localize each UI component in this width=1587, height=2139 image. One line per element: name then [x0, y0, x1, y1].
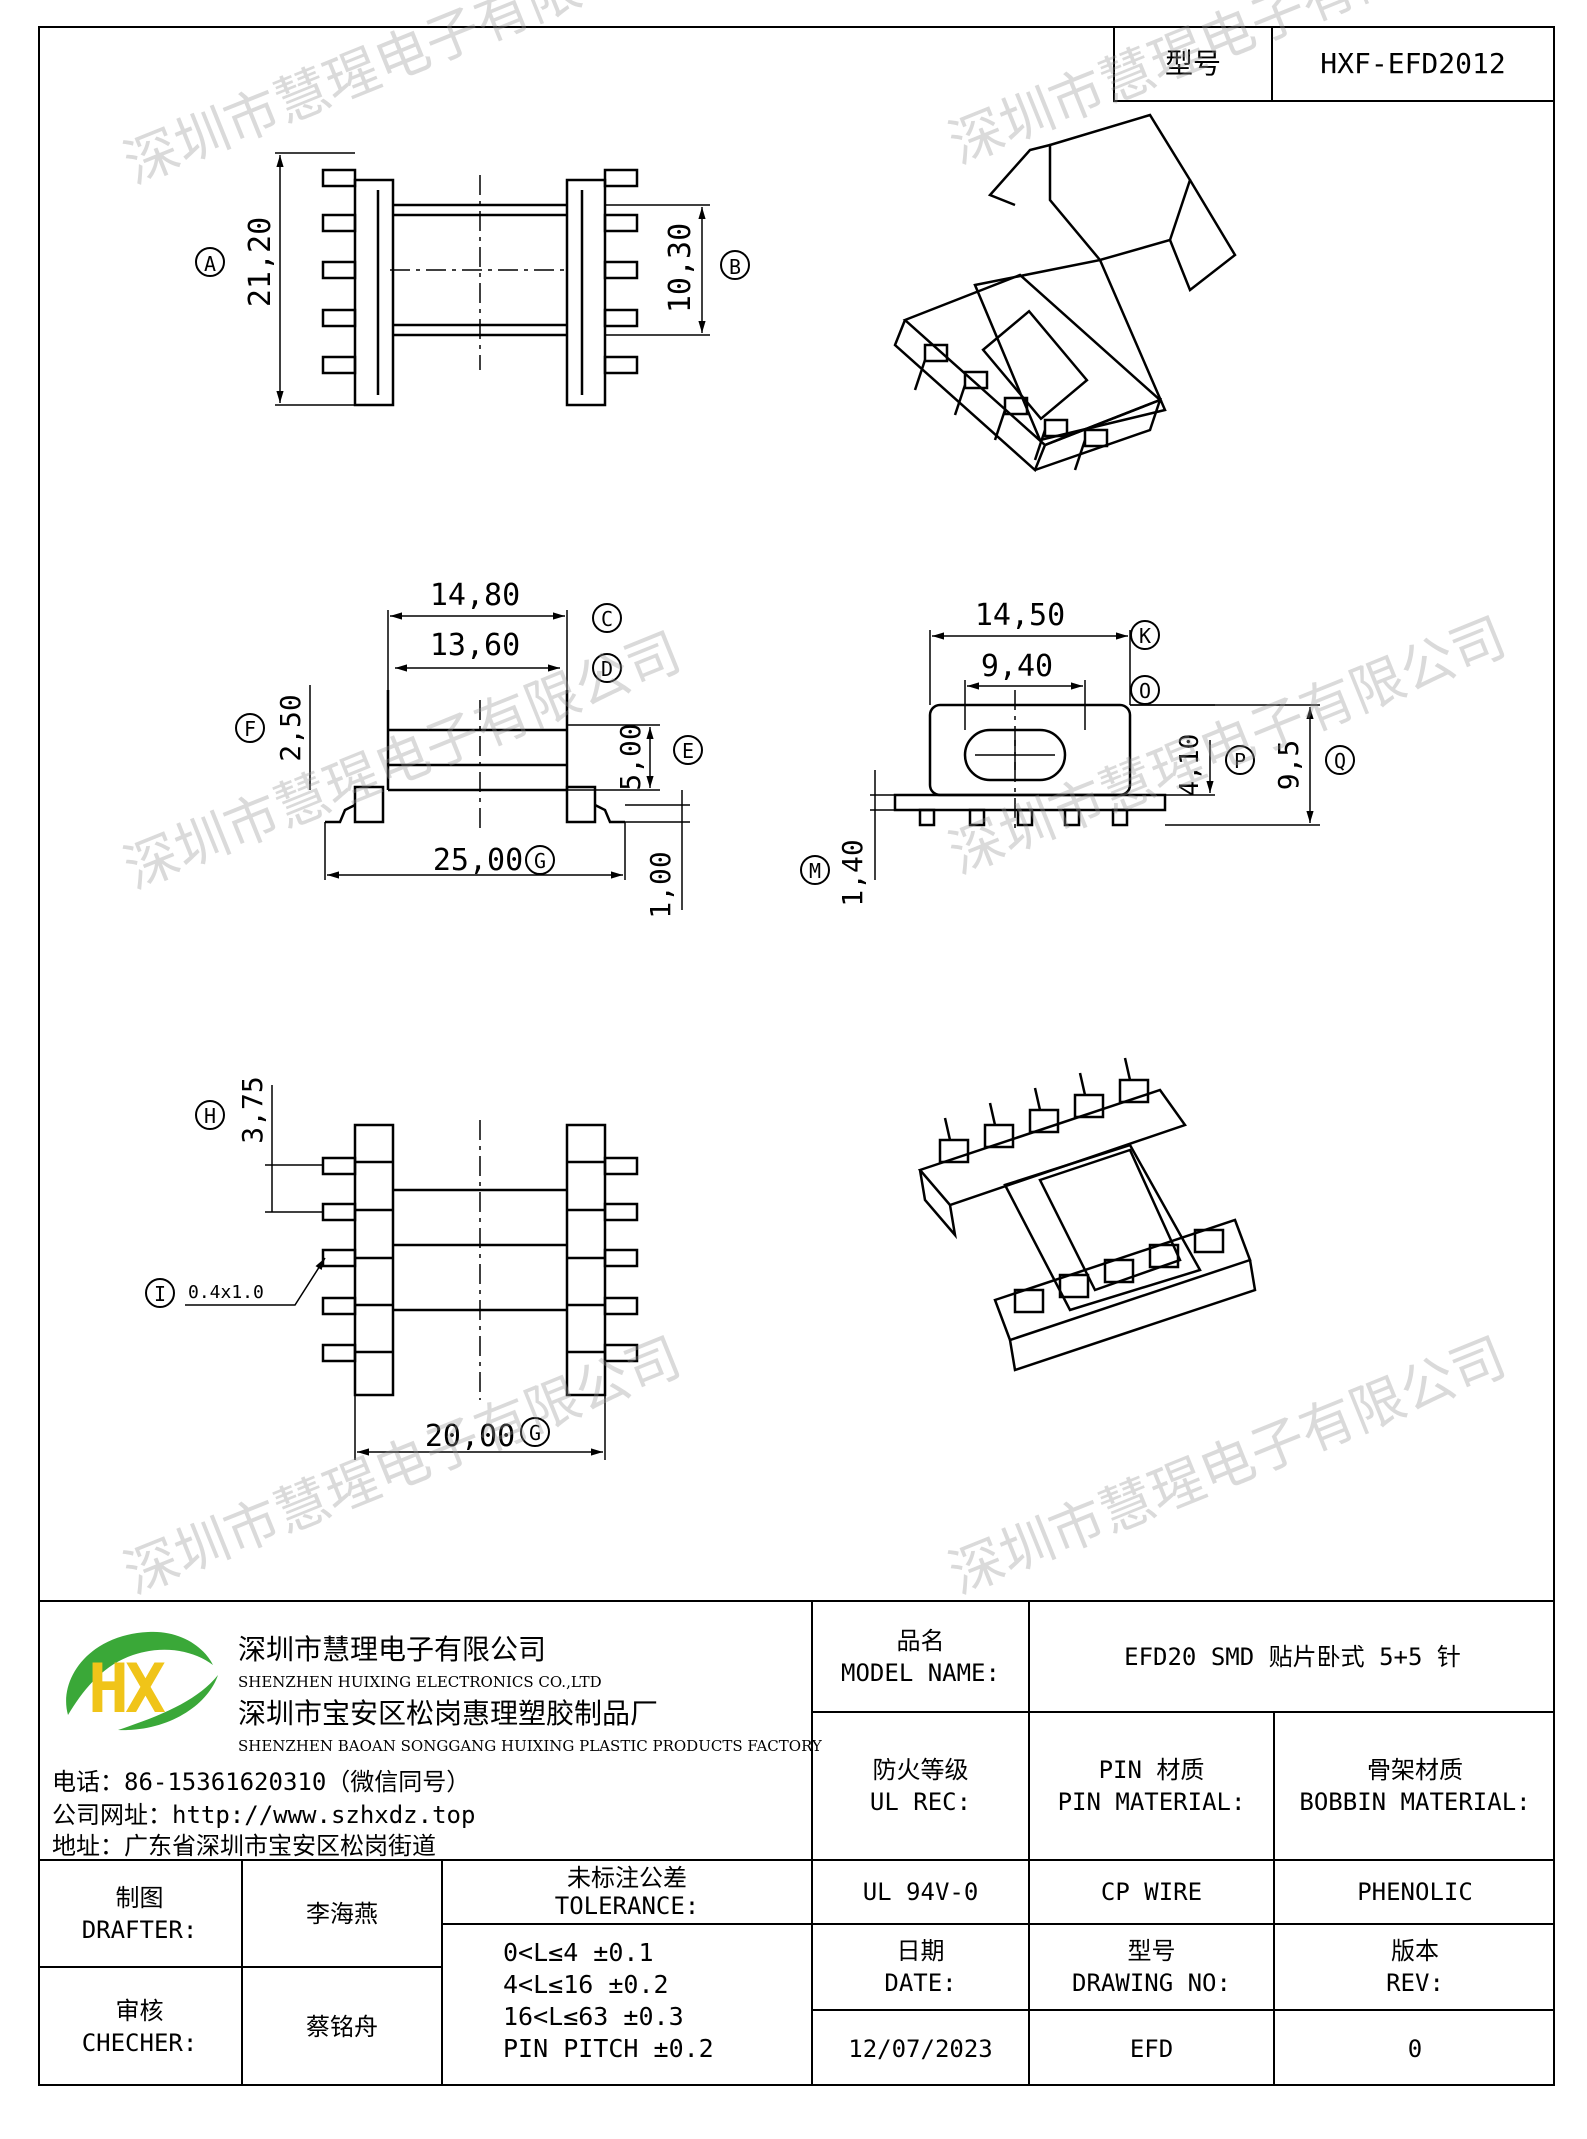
header-model-value: HXF-EFD2012 — [1320, 47, 1506, 80]
factory-name-cn: 深圳市宝安区松岗惠理塑胶制品厂 — [238, 1697, 659, 1730]
logo-text: HX — [88, 1650, 166, 1729]
dim-e-value: 5,00 — [614, 723, 647, 790]
dim-m-value: 1,40 — [836, 839, 869, 906]
bottom-view — [145, 1085, 639, 1460]
factory-name-en: SHENZHEN BAOAN SONGGANG HUIXING PLASTIC … — [238, 1737, 822, 1755]
bobbin-material-value: PHENOLIC — [1357, 1878, 1473, 1906]
dim-i-letter: I — [154, 1282, 166, 1306]
tolerance-line: 0<L≤4 ±0.1 — [503, 1938, 654, 1967]
dim-k-value: 14,50 — [975, 598, 1065, 633]
drafter-name: 李海燕 — [306, 1899, 378, 1928]
tolerance-line: 16<L≤63 ±0.3 — [503, 2002, 684, 2031]
dim-d-value: 13,60 — [430, 628, 520, 663]
dim-g-value: 25,00 — [433, 843, 523, 878]
dim-h-value: 3,75 — [236, 1076, 269, 1143]
model-name-value: EFD20 SMD 贴片卧式 5+5 针 — [1124, 1642, 1461, 1671]
dim-o-letter: O — [1139, 679, 1151, 703]
isometric-view-bottom — [917, 1057, 1257, 1372]
dim-g2-value: 1,00 — [644, 851, 677, 918]
ul-value: UL 94V-0 — [862, 1878, 979, 1906]
side-view-right — [800, 620, 1355, 885]
dim-c-value: 14,80 — [430, 578, 520, 613]
dim-d-letter: D — [601, 657, 613, 681]
company-logo: HX — [48, 1620, 223, 1735]
dim-o-value: 9,40 — [981, 649, 1053, 684]
date-value: 12/07/2023 — [848, 2034, 993, 2063]
dim-g3-value: 20,00 — [425, 1419, 515, 1454]
drawing-frame — [38, 26, 1555, 2086]
dim-h-letter: H — [204, 1104, 216, 1128]
isometric-view-top — [893, 113, 1237, 473]
dim-a-letter: A — [204, 252, 216, 276]
dim-a-value: 21,20 — [243, 217, 278, 307]
company-address: 地址：广东省深圳市宝安区松岗街道 — [52, 1832, 436, 1860]
title-block: HX 深圳市慧理电子有限公司 SHENZHEN HUIXING ELECTRON… — [38, 1600, 1555, 2086]
tolerance-line: PIN PITCH ±0.2 — [503, 2034, 714, 2063]
dim-q-letter: Q — [1334, 749, 1346, 773]
dim-p-letter: P — [1234, 749, 1246, 773]
dim-m-letter: M — [809, 859, 821, 883]
company-phone: 电话：86-15361620310（微信同号） — [52, 1768, 471, 1796]
company-name-cn: 深圳市慧理电子有限公司 — [238, 1633, 547, 1666]
company-website: 公司网址：http://www.szhxdz.top — [52, 1801, 476, 1829]
tolerance-line: 4<L≤16 ±0.2 — [503, 1970, 669, 1999]
dim-p-value: 4,10 — [1175, 734, 1205, 797]
pin-material-value: CP WIRE — [1100, 1878, 1203, 1906]
dim-b-value: 10,30 — [663, 223, 698, 313]
header-model-box: 型号 HXF-EFD2012 — [1113, 26, 1555, 102]
side-view-left — [235, 603, 703, 910]
drawing-no-value: EFD — [1129, 2034, 1174, 2063]
dim-f-value: 2,50 — [274, 694, 307, 761]
dim-c-letter: C — [601, 607, 613, 631]
header-divider — [1271, 28, 1273, 100]
checker-name: 蔡铭舟 — [306, 2013, 378, 2041]
header-model-label: 型号 — [1164, 47, 1221, 80]
dim-g3-letter: G — [529, 1421, 541, 1445]
company-name-en: SHENZHEN HUIXING ELECTRONICS CO.,LTD — [238, 1673, 602, 1691]
dim-g-letter: G — [534, 849, 546, 873]
dim-e-letter: E — [682, 739, 694, 763]
top-view — [195, 152, 750, 407]
technical-drawings: A 21,20 B 10,30 C 14,80 D 13,60 E 5,00 F… — [145, 113, 1355, 1460]
dim-k-letter: K — [1139, 624, 1151, 648]
rev-value: 0 — [1407, 2034, 1423, 2063]
dim-q-value: 9,5 — [1272, 740, 1305, 791]
dim-i-value: 0.4x1.0 — [188, 1282, 264, 1303]
dim-f-letter: F — [244, 717, 256, 741]
dim-b-letter: B — [729, 255, 741, 279]
